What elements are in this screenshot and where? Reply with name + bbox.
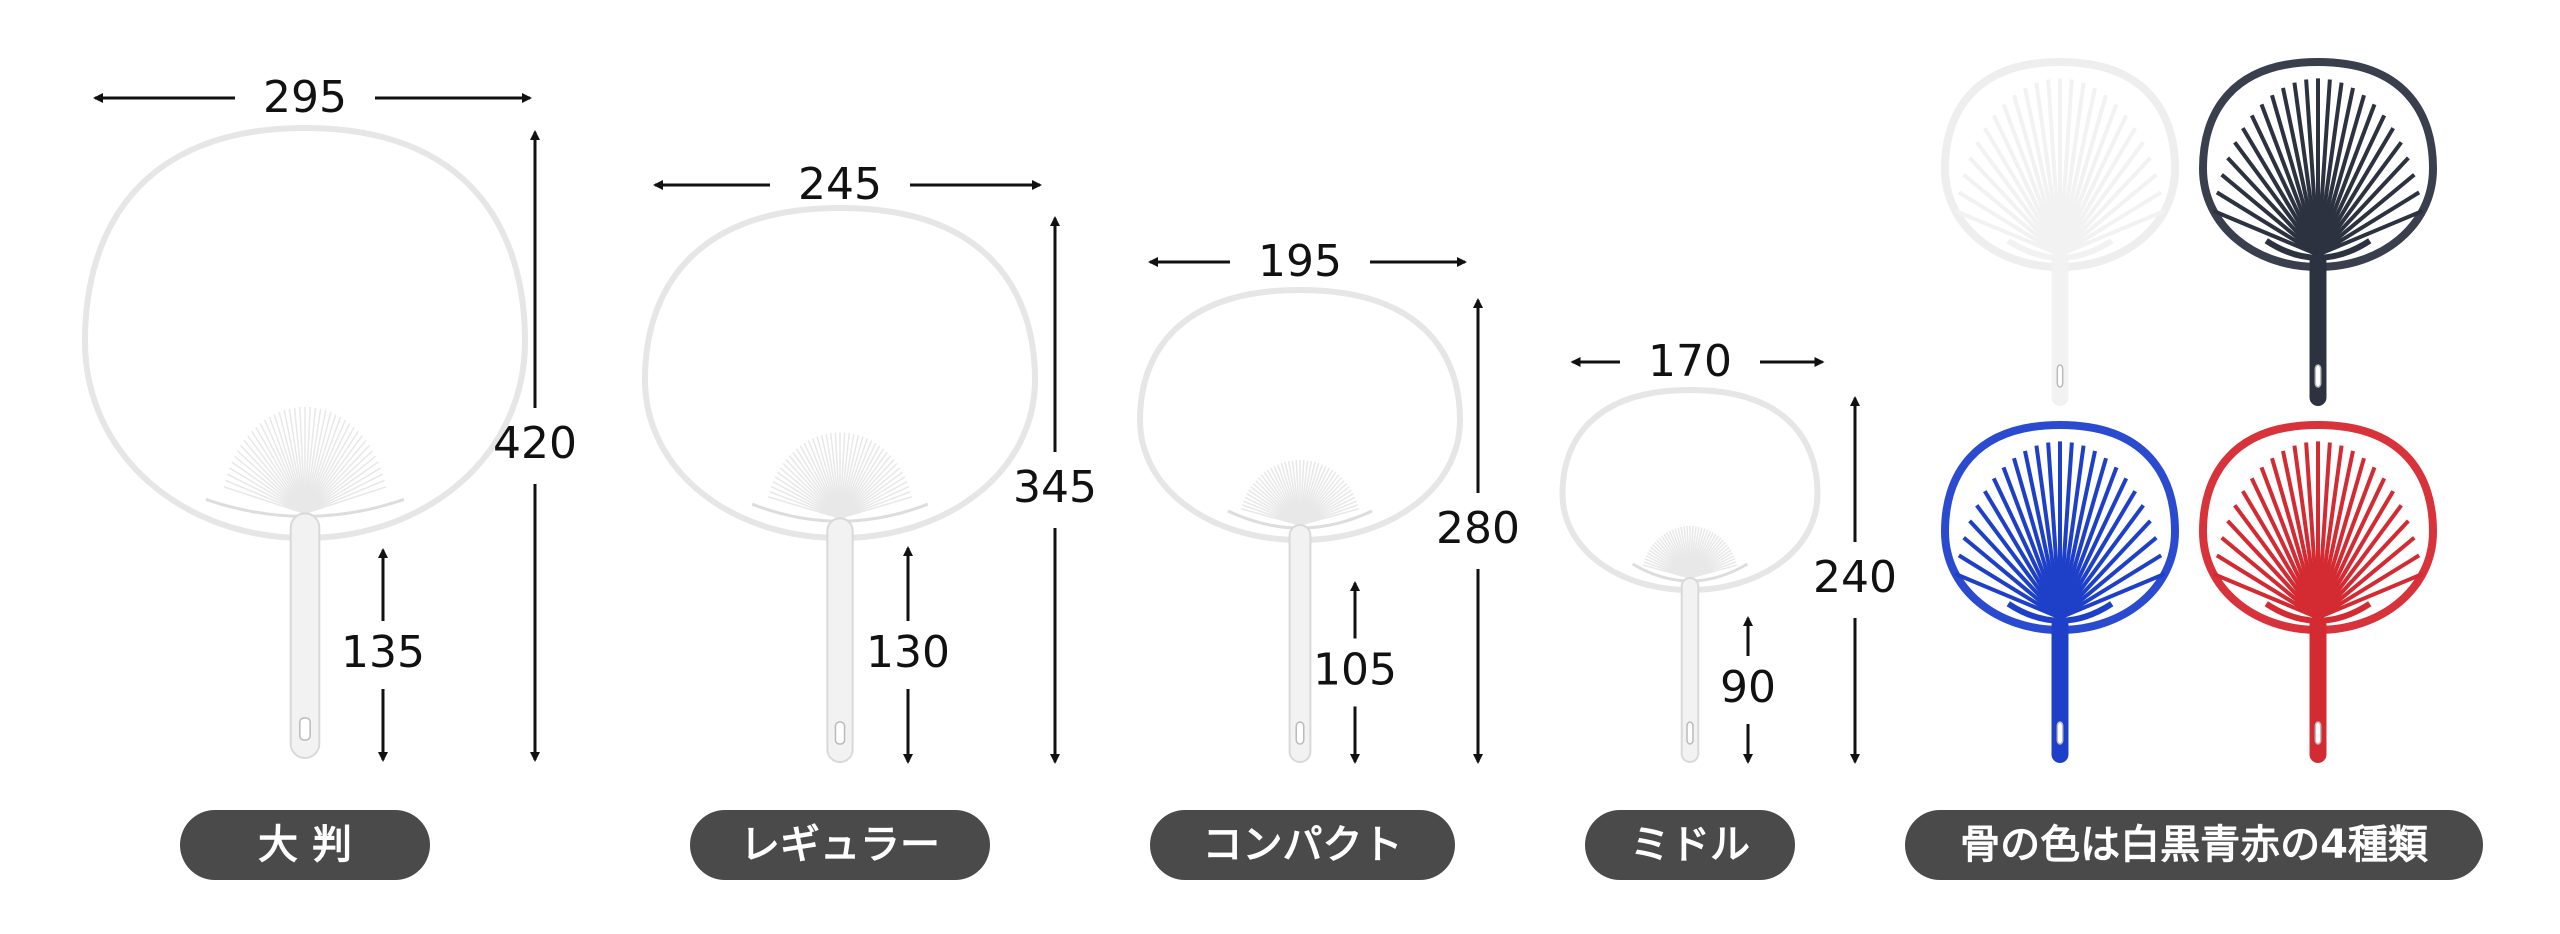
- fan-handle-slot: [2314, 721, 2322, 745]
- fan-compact: 195 280 105: [1136, 236, 1520, 764]
- fan-ribs: [1954, 441, 2166, 620]
- fan-label-oban: 大 判: [180, 810, 430, 880]
- handle-value: 90: [1720, 662, 1776, 713]
- fan-ribs: [768, 432, 912, 519]
- fan-handle: [2051, 253, 2069, 406]
- fan-middle: 170 240 90: [1559, 336, 1897, 764]
- variant-fan-blue: [1940, 420, 2180, 764]
- fan-ribs: [2212, 441, 2424, 620]
- height-value: 345: [1013, 462, 1097, 513]
- width-value: 245: [798, 159, 882, 210]
- fan-ribs: [223, 406, 387, 515]
- handle-value: 130: [866, 627, 950, 678]
- variant-fan-white: [1940, 57, 2180, 406]
- variants-label: 骨の色は白黒青赤の4種類: [1905, 810, 2483, 880]
- fan-handle: [289, 512, 321, 760]
- fan-handle: [826, 517, 854, 764]
- handle-value: 105: [1313, 645, 1397, 696]
- fan-label-regular: レギュラー: [690, 810, 990, 880]
- height-value: 280: [1436, 503, 1520, 554]
- fan-handle: [1288, 524, 1312, 763]
- fan-regular: 245 345 130: [641, 159, 1097, 764]
- fan-handle-slot: [1295, 721, 1305, 745]
- handle-value: 135: [341, 627, 425, 678]
- fan-ribs: [2212, 78, 2424, 257]
- height-value: 420: [493, 418, 577, 469]
- fan-label-middle: ミドル: [1585, 810, 1795, 880]
- height-value: 240: [1813, 552, 1897, 603]
- fan-handle-slot: [1686, 721, 1694, 745]
- fan-handle: [2309, 616, 2327, 764]
- fan-handle-slot: [2056, 364, 2064, 388]
- fan-handle: [1680, 577, 1700, 763]
- fan-handle: [2051, 616, 2069, 764]
- variant-fan-black: [2198, 57, 2438, 406]
- width-value: 170: [1648, 336, 1732, 387]
- fan-ribs: [1642, 526, 1738, 579]
- fan-handle-slot: [2056, 721, 2064, 745]
- fan-handle: [2309, 253, 2327, 406]
- fan-handle-slot: [299, 717, 311, 741]
- variant-fan-red: [2198, 420, 2438, 764]
- fan-oban: 295 420 135: [81, 72, 577, 762]
- fan-handle-slot: [834, 721, 846, 745]
- width-value: 295: [263, 72, 347, 123]
- fan-handle-slot: [2314, 364, 2322, 388]
- fan-ribs: [1240, 460, 1360, 526]
- fan-label-compact: コンパクト: [1150, 810, 1455, 880]
- width-value: 195: [1258, 236, 1342, 287]
- fan-ribs: [1954, 78, 2166, 257]
